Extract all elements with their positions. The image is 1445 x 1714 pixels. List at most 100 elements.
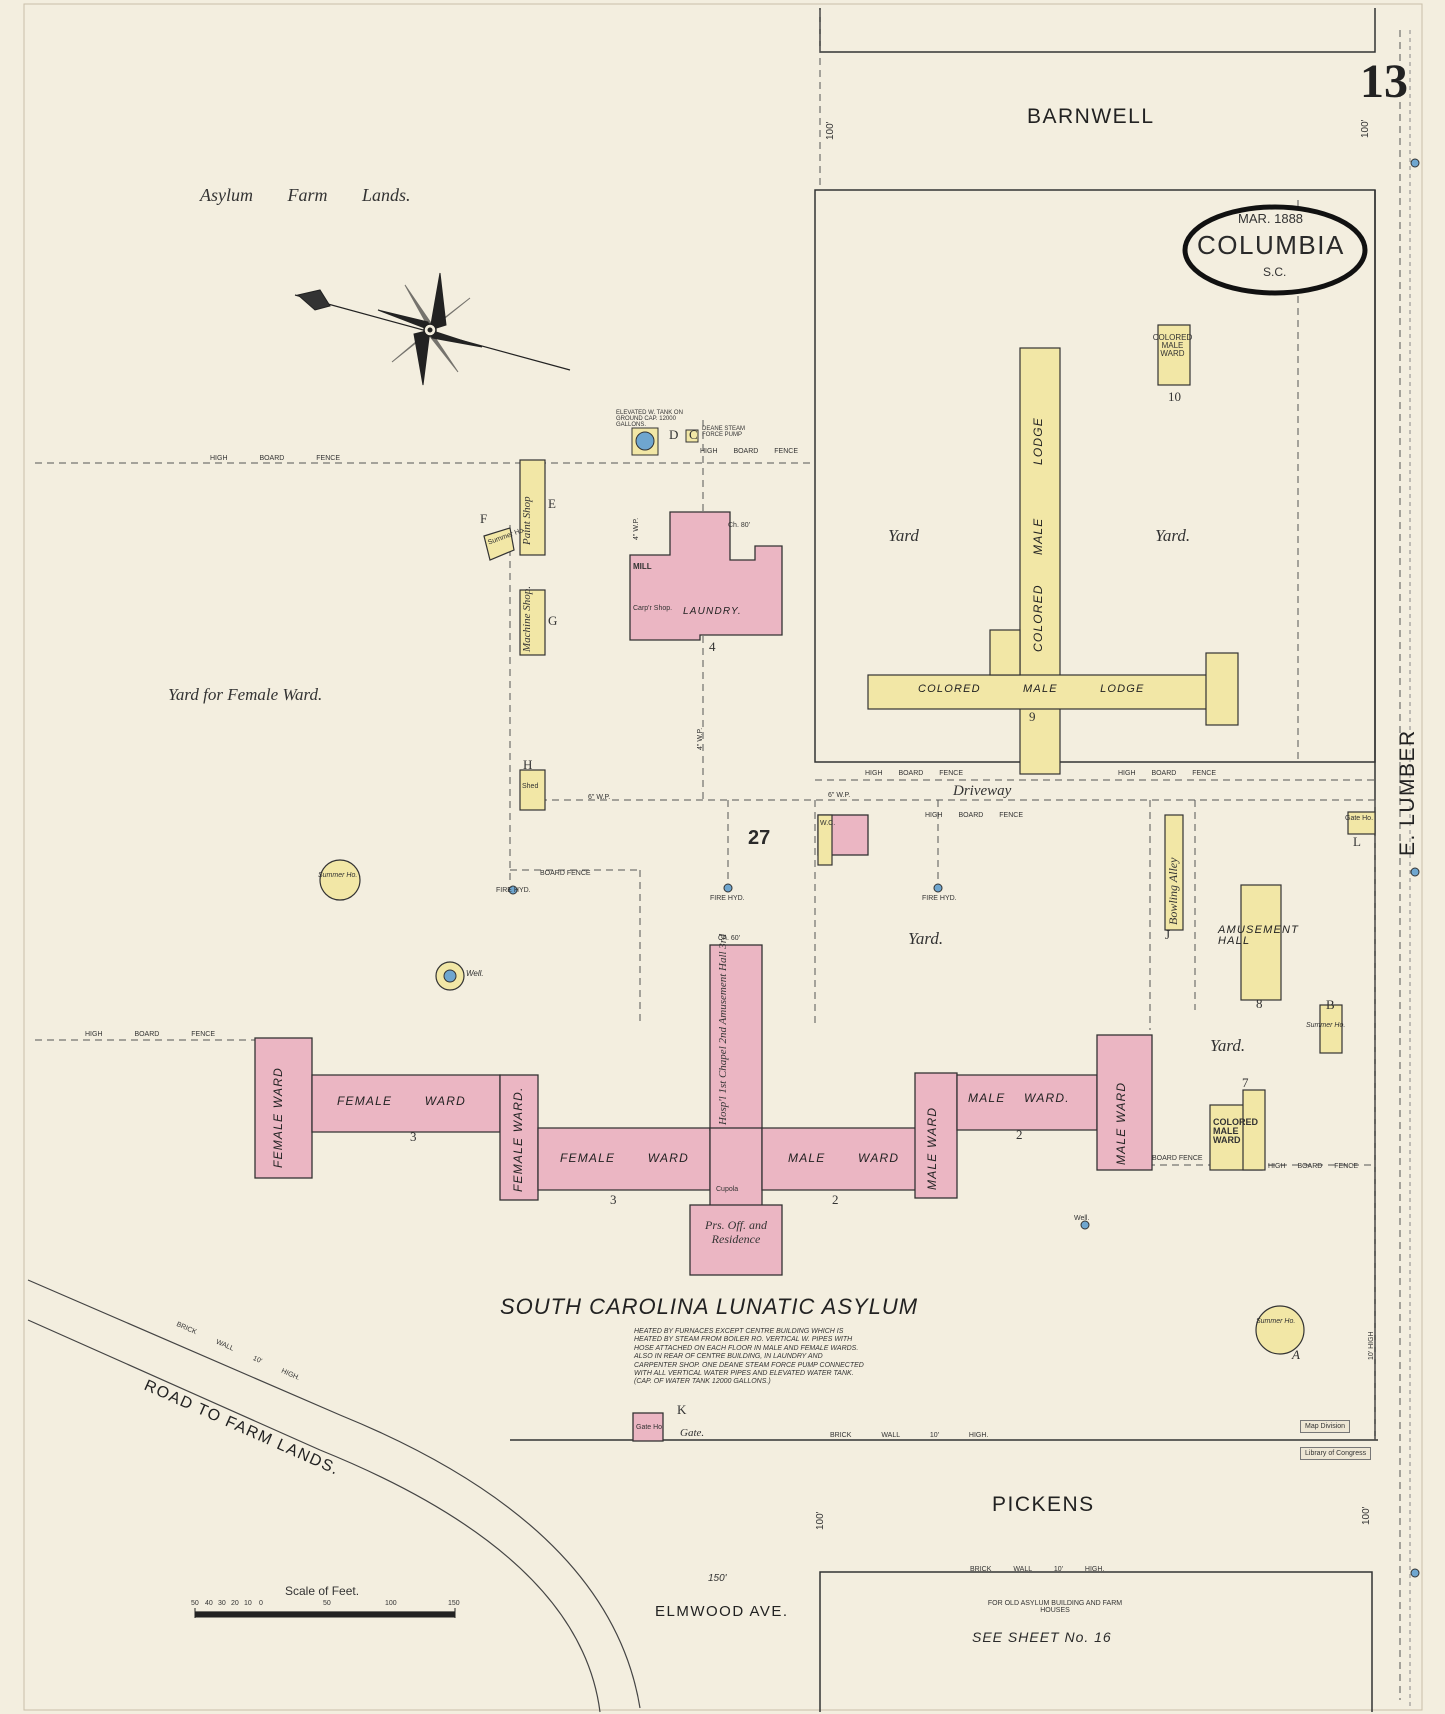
high-board-fence-2: HIGH BOARD FENCE — [700, 448, 799, 455]
male-ward-label-end: MALE WARD — [1114, 1081, 1128, 1165]
scale-tick-30: 30 — [218, 1600, 226, 1607]
wp-label-1: 6" W.P. — [588, 794, 611, 801]
fire-hyd-2: FIRE HYD. — [710, 895, 745, 902]
lodge-east-wing — [1205, 652, 1239, 726]
dim-100-ne: 100' — [1360, 119, 1371, 138]
num-9: 9 — [1029, 709, 1036, 724]
scale-bar — [194, 1608, 456, 1618]
wc-label: W.C. — [820, 820, 836, 827]
pump-note: DEANE STEAM FORCE PUMP — [702, 426, 746, 438]
yard-label-3: Yard. — [908, 929, 944, 948]
female-ward-cross-west — [499, 1074, 539, 1201]
high-board-fence-5: HIGH BOARD FENCE — [1118, 770, 1217, 777]
letter-f: F — [480, 511, 488, 526]
num-3-west: 3 — [410, 1129, 417, 1144]
gate-house-l-label: Gate Ho. — [1345, 815, 1374, 822]
summer-house-a-label: Summer Ho. — [1256, 1318, 1296, 1325]
female-ward-label-inner: FEMALE WARD — [560, 1151, 689, 1165]
gate-label: Gate. — [680, 1427, 705, 1439]
board-fence-1: BOARD FENCE — [540, 870, 591, 877]
lodge-wing — [989, 629, 1021, 676]
summer-house-west — [319, 859, 361, 901]
mill-label: MILL — [633, 562, 652, 571]
brick-wall-east: 10' HIGH — [1368, 1331, 1375, 1360]
letter-b: B — [1326, 997, 1335, 1012]
carpenter-label: Carp'r Shop. — [633, 605, 673, 612]
street-elmwood: ELMWOOD AVE. — [655, 1603, 789, 1620]
asylum-farm-lands: Asylum Farm Lands. — [200, 185, 411, 205]
water-features — [443, 158, 1420, 1578]
block-number: 27 — [748, 827, 771, 849]
asylum-title: SOUTH CAROLINA LUNATIC ASYLUM — [500, 1294, 919, 1319]
center-building-label: Hosp'l 1st Chapel 2nd Amusement Hall 3rd — [717, 933, 729, 1125]
colored-male-lodge-north-south — [1019, 347, 1061, 775]
summer-house-b — [1319, 1004, 1343, 1054]
south-block-outline — [819, 1571, 1373, 1712]
scale-tick-50b: 50 — [323, 1600, 331, 1607]
shed-label: Shed — [522, 783, 539, 790]
amusement-hall — [1240, 884, 1282, 1001]
male-ward-end-east — [1096, 1034, 1153, 1171]
street-barnwell: BARNWELL — [1027, 105, 1155, 128]
ch80-label: Ch. 80' — [728, 522, 750, 529]
well-label: Well. — [466, 969, 484, 978]
compass-rose — [294, 272, 571, 386]
driveway-label: Driveway — [953, 783, 1012, 799]
see-sheet-note: SEE SHEET No. 16 — [972, 1629, 1112, 1645]
letter-d: D — [669, 427, 679, 442]
yard-label-4: Yard. — [1210, 1036, 1246, 1055]
colored-male-ward — [1157, 324, 1191, 386]
street-e-lumber: E. LUMBER — [1396, 729, 1419, 856]
north-block-outline — [819, 8, 1376, 53]
center-building — [709, 944, 763, 1131]
female-ward-label-cross: FEMALE WARD. — [511, 1086, 525, 1192]
scale-tick-100: 100 — [385, 1600, 397, 1607]
scale-tick-40: 40 — [205, 1600, 213, 1607]
yard-label-1: Yard — [888, 526, 919, 545]
male-ward-7-wing — [1242, 1089, 1266, 1171]
tank-note: ELEVATED W. TANK ON GROUND CAP. 12000 GA… — [616, 410, 683, 428]
wp-label-2: 6" W.P. — [828, 792, 851, 799]
title-cartouche — [1182, 204, 1368, 296]
letter-a: A — [1292, 1347, 1300, 1362]
high-board-fence-7: HIGH BOARD FENCE — [1268, 1163, 1359, 1170]
female-ward-end-west — [254, 1037, 313, 1179]
bowling-alley-label: Bowling Alley — [1166, 857, 1180, 925]
num-4: 4 — [709, 639, 716, 654]
num-8: 8 — [1256, 996, 1263, 1011]
num-2-east: 2 — [1016, 1127, 1023, 1142]
female-ward-label-west: FEMALE WARD — [337, 1094, 466, 1108]
gate-house-k-label: Gate Ho. — [636, 1424, 665, 1431]
cartouche-state: S.C. — [1263, 265, 1287, 279]
heating-note: HEATED BY FURNACES EXCEPT CENTRE BUILDIN… — [634, 1328, 864, 1386]
road-curb-south — [27, 1279, 641, 1709]
wp-label-3: 4" W.P. — [633, 517, 640, 540]
road-curb-north — [27, 1319, 601, 1713]
fire-hyd-3: FIRE HYD. — [922, 895, 957, 902]
female-ward-label-end: FEMALE WARD — [271, 1067, 285, 1168]
board-fence-2: BOARD FENCE — [1152, 1155, 1203, 1162]
sheet-number: 13 — [1360, 55, 1408, 108]
dim-150: 150' — [708, 1573, 727, 1584]
gate-house-k — [632, 1412, 664, 1442]
wc-yellow — [817, 814, 833, 866]
machine-shop — [519, 589, 546, 656]
scale-tick-150: 150 — [448, 1600, 460, 1607]
high-board-fence-1: HIGH BOARD FENCE — [210, 455, 341, 462]
num-7: 7 — [1242, 1075, 1249, 1090]
summer-house-f — [483, 527, 515, 561]
fences — [35, 10, 1401, 1700]
street-pickens: PICKENS — [992, 1493, 1095, 1516]
summer-house-west-label: Summer Ho. — [318, 872, 358, 879]
lodge-colored-label: COLORED — [1031, 584, 1045, 652]
brick-wall-south: BRICK WALL 10' HIGH. — [830, 1432, 989, 1439]
letter-c: C — [689, 427, 698, 442]
amusement-hall-label: AMUSEMENT HALL — [1218, 924, 1300, 947]
male-ward-cross-east — [914, 1072, 958, 1199]
male-ward-label-cross: MALE WARD — [925, 1106, 939, 1190]
summer-house-a — [1255, 1305, 1305, 1355]
laundry-building — [629, 511, 783, 641]
yard-for-female-ward: Yard for Female Ward. — [168, 685, 323, 704]
num-3-inner: 3 — [610, 1192, 617, 1207]
